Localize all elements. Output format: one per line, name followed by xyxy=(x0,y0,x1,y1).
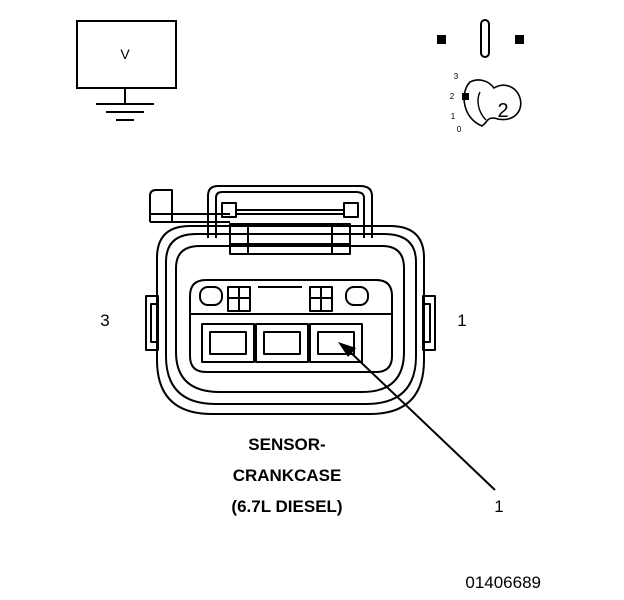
crankcase-sensor-connector-icon xyxy=(145,185,436,415)
title-line-3: (6.7L DIESEL) xyxy=(231,497,342,516)
key-position-2: 2 xyxy=(450,92,455,101)
callout-label: 1 xyxy=(494,497,503,516)
key-position-3: 3 xyxy=(454,72,459,81)
title-line-1: SENSOR- xyxy=(248,435,325,454)
figure-id: 01406689 xyxy=(465,573,541,592)
key-position-0: 0 xyxy=(457,125,462,134)
callout-arrow xyxy=(338,342,496,491)
voltmeter-ground-icon xyxy=(76,20,177,121)
title-line-2: CRANKCASE xyxy=(233,466,342,485)
voltmeter-label: V xyxy=(120,46,130,62)
ignition-key-icon xyxy=(437,19,524,127)
key-selected-position: 2 xyxy=(497,100,508,122)
pin-label-3: 3 xyxy=(100,311,109,330)
pin-label-1: 1 xyxy=(457,311,466,330)
key-position-1: 1 xyxy=(451,112,456,121)
